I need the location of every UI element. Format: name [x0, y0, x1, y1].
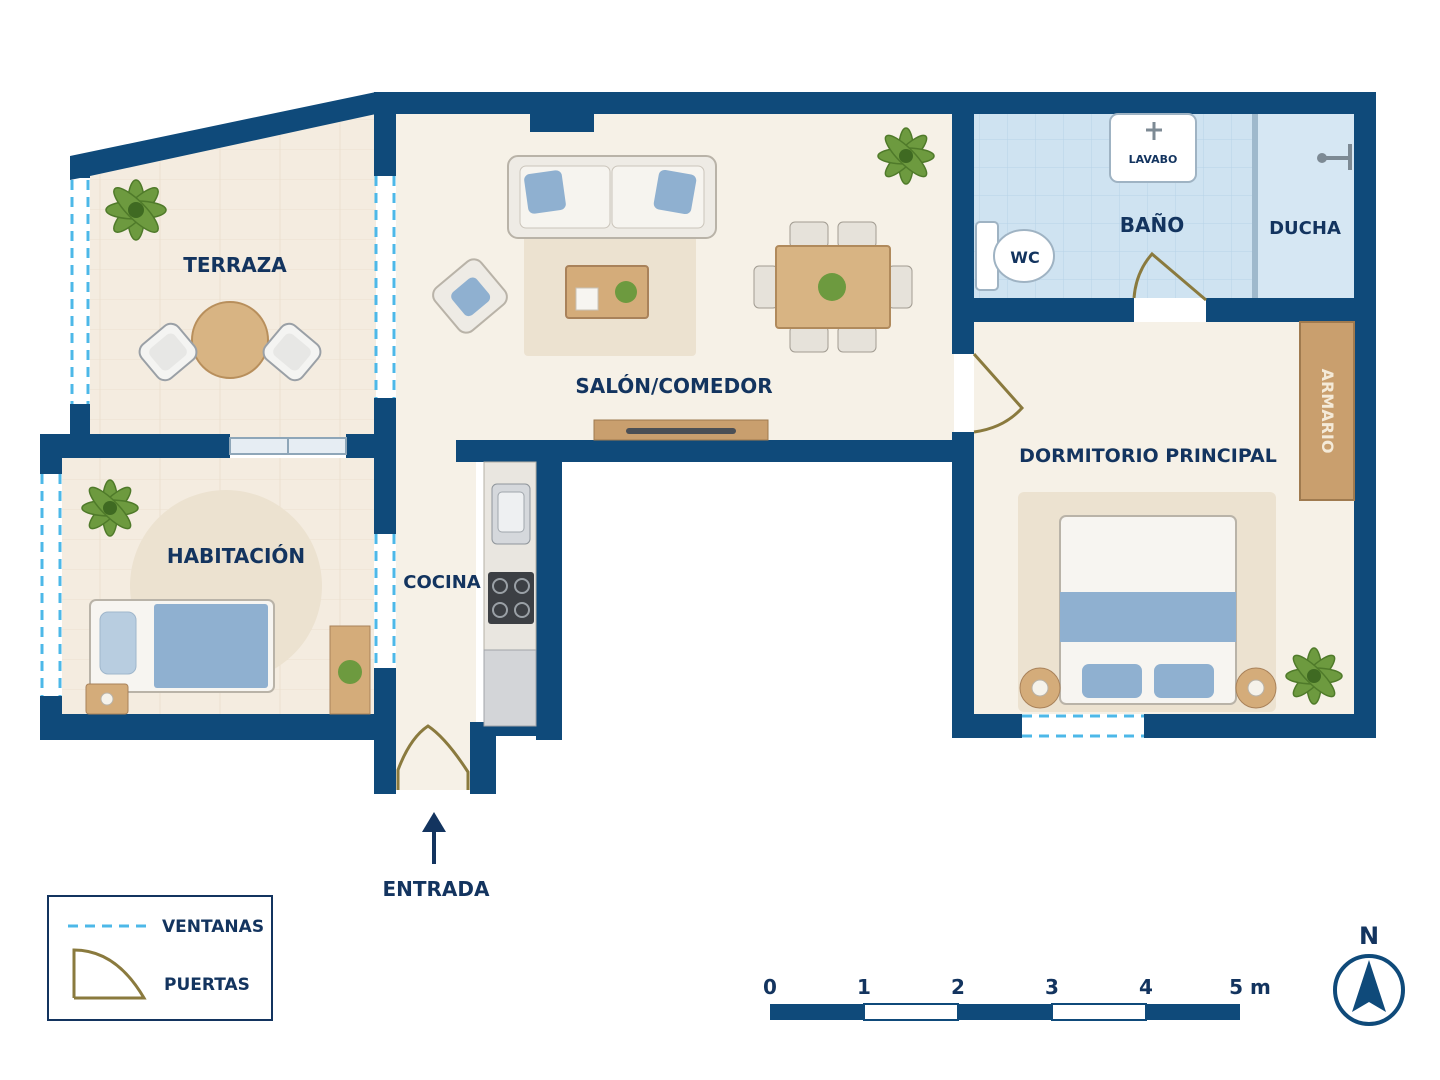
lavabo-fixture — [1109, 113, 1197, 183]
terraza-table — [191, 301, 269, 379]
walls — [40, 92, 1376, 794]
nightstand-right — [1235, 667, 1277, 709]
kitchen-counter — [483, 461, 537, 727]
wall-right — [1354, 92, 1376, 738]
door-entrada — [396, 724, 470, 790]
plant-icon — [1285, 647, 1343, 705]
wall-terraza-salon-2 — [374, 398, 396, 534]
wall-terraza-salon — [374, 92, 396, 176]
wall-habit-bottom — [40, 714, 396, 740]
scale-tick: 2 — [951, 975, 965, 999]
shower-head-icon — [1317, 144, 1352, 170]
wall-bano-bottom-2 — [1206, 298, 1376, 322]
label-wc: WC — [1010, 248, 1039, 267]
legend-doors: PUERTAS — [164, 975, 250, 995]
sink-icon — [491, 483, 531, 545]
armario — [1299, 321, 1355, 501]
wall-dorm-bottom-2 — [1144, 714, 1376, 738]
wall-left-terraza-low — [70, 404, 90, 438]
entrance: ENTRADA — [382, 812, 490, 901]
window-terraza-right — [374, 176, 396, 398]
label-habitacion: HABITACIÓN — [167, 544, 305, 568]
label-cocina: COCINA — [403, 572, 480, 593]
terraza-furniture — [138, 301, 322, 382]
compass-needle-icon — [1352, 960, 1386, 1012]
tv-unit — [593, 419, 769, 441]
window-terraza-left — [70, 180, 90, 404]
plants — [81, 127, 1343, 705]
compass-label: N — [1359, 922, 1379, 950]
scale-tick: 4 — [1139, 975, 1153, 999]
bed-single — [89, 599, 275, 693]
wall-terraza-bottom — [40, 434, 230, 458]
label-dormitorio: DORMITORIO PRINCIPAL — [1019, 445, 1277, 467]
nightstand-left — [1019, 667, 1061, 709]
label-terraza: TERRAZA — [183, 253, 287, 277]
ducha-floor — [1258, 114, 1354, 298]
habitacion-furniture — [85, 490, 371, 715]
sofa — [507, 155, 717, 239]
window-dorm-bottom — [1022, 714, 1144, 738]
pasillo-floor — [396, 444, 476, 790]
scale-bar: 0 1 2 3 4 5 m — [763, 975, 1271, 1021]
armchair — [432, 258, 508, 334]
scale-tick: 5 m — [1229, 975, 1271, 999]
legend-windows: VENTANAS — [162, 917, 264, 937]
nightstand — [85, 683, 129, 715]
wall-dorm-bottom — [952, 714, 1022, 738]
desk — [329, 625, 371, 715]
plant-icon — [877, 127, 935, 185]
wall-terraza-top — [70, 92, 396, 180]
wc-fixture — [975, 221, 1055, 291]
terraza-chair-right — [262, 322, 322, 382]
wall-ducha-divider — [1252, 114, 1258, 298]
label-armario: ARMARIO — [1318, 369, 1337, 454]
room-labels: TERRAZA SALÓN/COMEDOR BAÑO DUCHA HABITAC… — [167, 153, 1341, 593]
label-bano: BAÑO — [1120, 213, 1184, 237]
wall-salon-right-bottom — [952, 432, 974, 738]
scale-tick: 3 — [1045, 975, 1059, 999]
window-habit-left — [40, 474, 62, 696]
salon-furniture — [432, 155, 913, 441]
door-bano — [1132, 251, 1207, 302]
label-entrada: ENTRADA — [382, 877, 490, 901]
dining-set — [753, 221, 913, 353]
windows — [40, 176, 1144, 738]
wall-left-terraza — [70, 156, 90, 178]
scale-tick: 0 — [763, 975, 777, 999]
door-salon-dormitorio — [972, 353, 1025, 434]
wall-kitchen-right — [536, 440, 562, 740]
wall-salon-right-top — [952, 92, 974, 354]
wall-top-1 — [376, 92, 544, 114]
fridge-icon — [483, 649, 537, 727]
wall-bano-bottom — [952, 298, 1134, 322]
bed-double — [1059, 515, 1237, 705]
wall-habit-right-low — [374, 668, 396, 794]
scale-tick: 1 — [857, 975, 871, 999]
stove-icon — [488, 572, 534, 624]
coffee-table — [565, 265, 649, 319]
wall-habit-left-top — [40, 434, 62, 474]
plant-icon — [81, 479, 139, 537]
doors — [396, 251, 1207, 790]
terraza-chair-left — [138, 322, 198, 382]
wall-top-notch — [530, 92, 594, 132]
compass: N — [1333, 922, 1405, 1026]
legend-door-icon — [72, 948, 147, 1000]
arrow-up-icon — [422, 812, 446, 864]
wall-kitchen-corner — [470, 722, 562, 794]
dormitorio-furniture — [1018, 321, 1355, 712]
legend: VENTANAS PUERTAS — [47, 895, 273, 1021]
label-lavabo: LAVABO — [1129, 153, 1178, 166]
bano-fixtures — [975, 113, 1352, 291]
window-habit-right — [374, 534, 396, 668]
label-salon: SALÓN/COMEDOR — [575, 374, 772, 398]
plant-icon — [105, 179, 167, 241]
wall-top-2 — [594, 92, 1376, 114]
sliding-window-terraza — [229, 437, 347, 455]
wall-kitchen-top — [456, 440, 954, 462]
label-ducha: DUCHA — [1269, 218, 1341, 239]
